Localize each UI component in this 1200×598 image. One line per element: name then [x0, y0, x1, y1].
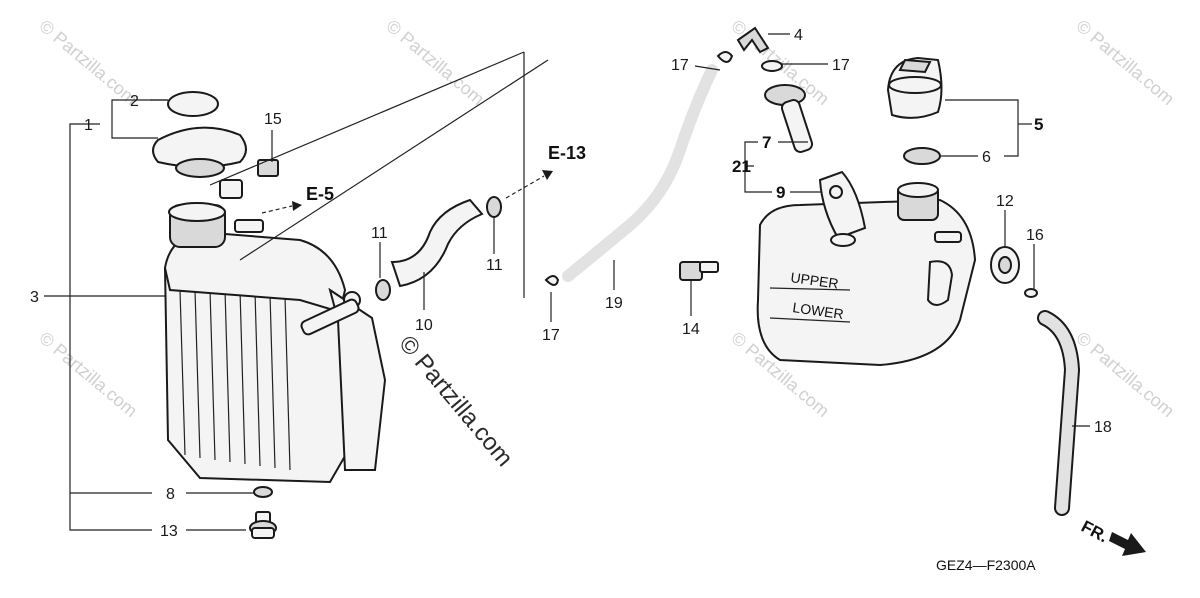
radiator-overflow-nipple[interactable] — [234, 219, 264, 233]
radiator-cap-base — [175, 158, 225, 178]
callout-4: 4 — [794, 27, 803, 44]
callout-11-right: 11 — [486, 257, 503, 274]
callout-13: 13 — [160, 523, 178, 540]
radiator-assembly[interactable] — [163, 179, 387, 484]
callout-17-lower: 17 — [542, 327, 560, 344]
reserve-tank-filler-tube[interactable] — [764, 84, 814, 154]
callout-15: 15 — [264, 111, 282, 128]
callout-21: 21 — [732, 157, 751, 176]
callout-19: 19 — [605, 295, 623, 312]
callout-10: 10 — [415, 317, 433, 334]
watermark-main: © Partzilla.com — [393, 331, 518, 472]
o-ring-left[interactable] — [375, 279, 391, 301]
reference-arrows — [261, 170, 553, 214]
reserve-tank-tab-hole — [829, 185, 843, 199]
watermark-top-center: © Partzilla.com — [382, 16, 488, 109]
watermark-bottom-left: © Partzilla.com — [35, 328, 141, 421]
level-mark-lower — [769, 317, 851, 323]
callout-2: 2 — [130, 93, 139, 110]
water-hose-10[interactable] — [390, 198, 484, 288]
hose-clamp-top[interactable] — [716, 51, 734, 63]
callout-lines — [44, 33, 1090, 531]
breather-elbow[interactable] — [736, 26, 770, 54]
front-arrow-icon — [1109, 532, 1146, 556]
front-direction-indicator: FR. — [1078, 517, 1146, 556]
watermark-top-left: © Partzilla.com — [35, 16, 141, 109]
reserve-tank-body[interactable] — [756, 198, 977, 367]
reserve-tank-bracket[interactable] — [926, 260, 954, 306]
callout-17-top-right: 17 — [832, 57, 850, 74]
radiator-filler-opening — [168, 202, 226, 222]
hose-clamp-left[interactable] — [544, 275, 560, 286]
overflow-hose-19[interactable] — [567, 69, 713, 277]
reserve-tank[interactable]: UPPER LOWER — [756, 170, 977, 367]
radiator-fins — [179, 289, 291, 471]
callout-12: 12 — [996, 193, 1014, 210]
reserve-tank-neck-top — [897, 182, 939, 198]
reserve-tank-cap[interactable] — [886, 56, 943, 119]
callout-14: 14 — [682, 321, 700, 338]
callout-1: 1 — [84, 117, 93, 134]
level-text-upper: UPPER — [790, 269, 840, 292]
reserve-tank-side-hole — [830, 233, 856, 247]
level-mark-upper — [769, 287, 851, 291]
callout-3: 3 — [30, 289, 39, 306]
watermark-bottom-right: © Partzilla.com — [1072, 328, 1178, 421]
front-label: FR. — [1078, 517, 1111, 547]
radiator-clip[interactable] — [219, 179, 243, 199]
tank-grommet[interactable] — [990, 246, 1020, 284]
diagram-code: GEZ4—F2300A — [936, 557, 1036, 573]
drain-bolt[interactable] — [249, 511, 277, 539]
hose-clip-16[interactable] — [1024, 288, 1038, 298]
callout-17-top-left: 17 — [671, 57, 689, 74]
e5-arrow-icon — [292, 201, 302, 211]
callout-numbers: 1 2 3 8 13 15 11 10 11 17 19 17 4 17 7 2… — [30, 27, 1112, 540]
callout-8: 8 — [166, 486, 175, 503]
clip-15[interactable] — [257, 159, 279, 177]
overflow-hose-19-inner — [562, 64, 718, 282]
hose-clamp-right[interactable] — [761, 60, 783, 72]
o-ring-right[interactable] — [486, 196, 502, 218]
radiator-cap-body[interactable] — [152, 126, 247, 168]
callout-5: 5 — [1034, 115, 1043, 134]
radiator-cap[interactable] — [152, 91, 247, 178]
drain-hose-18-inner — [1039, 312, 1079, 514]
reserve-tank-nipple[interactable] — [934, 231, 962, 243]
drain-washer[interactable] — [253, 486, 273, 498]
callout-16: 16 — [1026, 227, 1044, 244]
watermark-top-right: © Partzilla.com — [1072, 16, 1178, 109]
reference-e13: E-13 — [548, 143, 586, 163]
callout-6: 6 — [982, 149, 991, 166]
reserve-tank-cap-washer[interactable] — [903, 147, 941, 165]
level-text-lower: LOWER — [792, 299, 845, 322]
radiator-cap-seal[interactable] — [167, 91, 219, 117]
reference-e5: E-5 — [306, 184, 334, 204]
callout-11-left: 11 — [371, 225, 388, 242]
callout-9: 9 — [776, 183, 785, 202]
callout-7: 7 — [762, 133, 771, 152]
radiator-upper-tank[interactable] — [163, 230, 347, 314]
radiator-outlet-pipe[interactable] — [300, 298, 360, 336]
e13-arrow-icon — [542, 170, 553, 180]
callout-18: 18 — [1094, 419, 1112, 436]
tank-mount-bolt[interactable] — [679, 261, 719, 281]
